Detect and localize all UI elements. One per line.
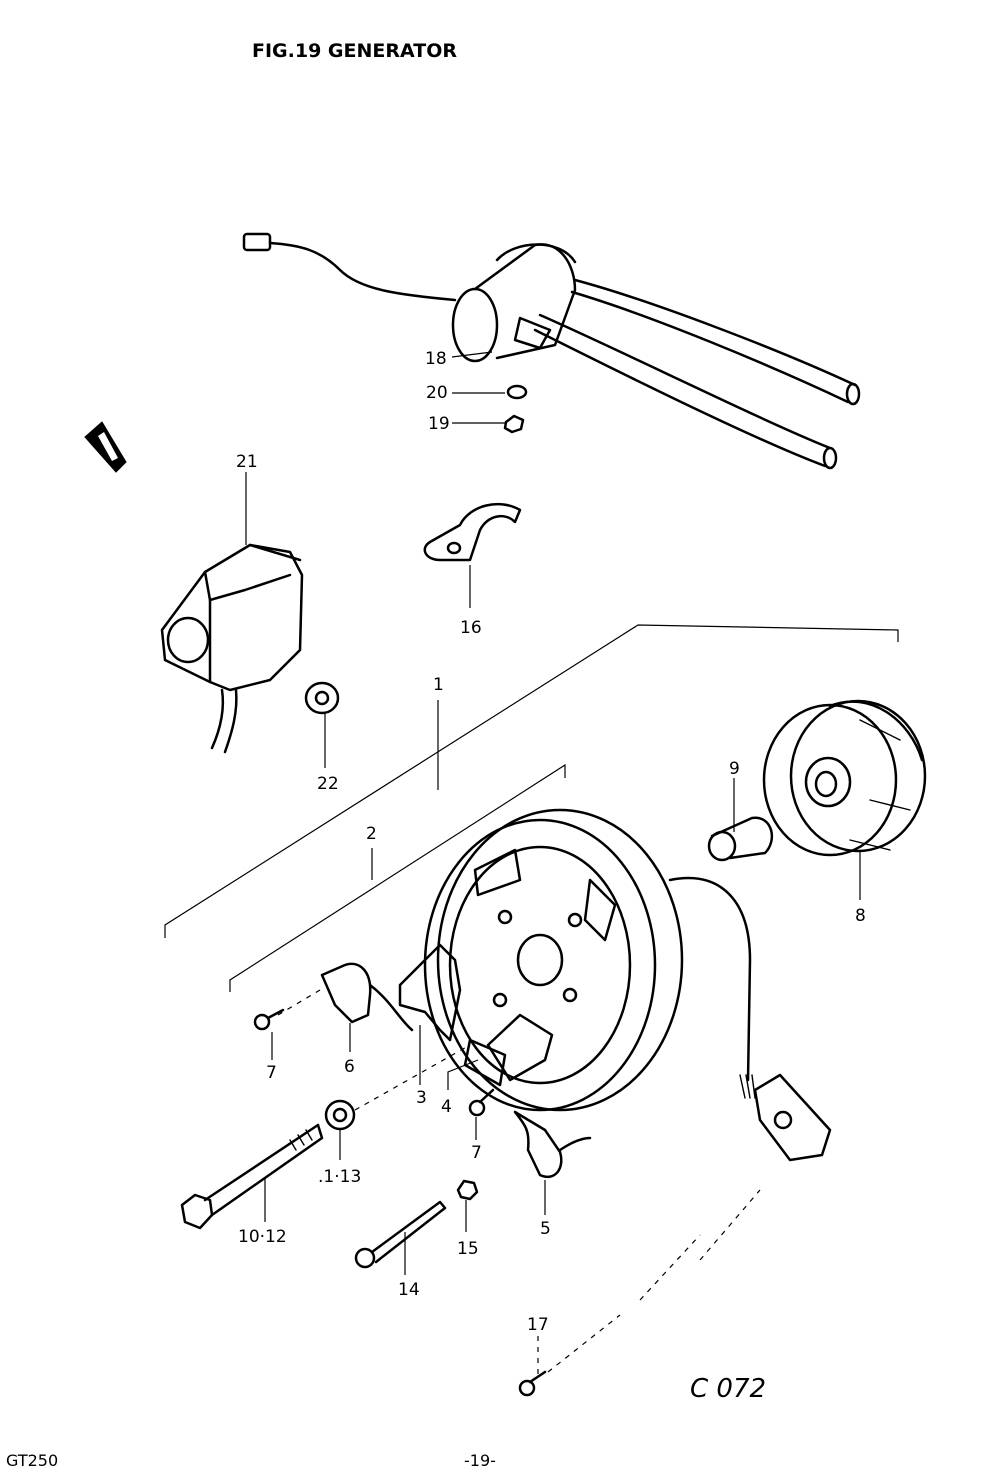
callout-6: 6 xyxy=(344,1057,355,1077)
callout-8: 8 xyxy=(855,906,866,926)
callout-21: 21 xyxy=(236,452,258,472)
callout-10-12: 10·12 xyxy=(238,1227,287,1247)
footer-model: GT250 xyxy=(6,1451,58,1470)
callout-9: 9 xyxy=(729,759,740,779)
ignition-coil-part xyxy=(242,232,861,470)
callout-1: 1 xyxy=(433,675,444,695)
washer-20-part xyxy=(506,384,528,400)
diagram-code: C 072 xyxy=(690,1374,766,1404)
group-bracket-2 xyxy=(229,763,566,992)
screw-17-part xyxy=(518,1370,547,1397)
washer-22-part xyxy=(304,681,340,715)
callout-11-13: .1·13 xyxy=(318,1167,361,1187)
bolt-10-12-part xyxy=(180,1123,324,1230)
screw-7b-part xyxy=(468,1088,495,1117)
key-9-part xyxy=(707,816,774,862)
breaker-4-part xyxy=(486,1013,554,1082)
callout-20: 20 xyxy=(426,383,448,403)
callout-3: 3 xyxy=(416,1088,427,1108)
figure-title: FIG.19 GENERATOR xyxy=(252,40,457,62)
callout-15: 15 xyxy=(457,1239,479,1259)
callout-17: 17 xyxy=(527,1315,549,1335)
washer-11-13-part xyxy=(324,1099,356,1131)
callout-4: 4 xyxy=(441,1097,452,1117)
cdi-unit-part xyxy=(160,543,304,754)
callout-18: 18 xyxy=(425,349,447,369)
screw-7a-part xyxy=(253,1008,285,1031)
pickup-6-part xyxy=(320,962,414,1032)
callout-7b: 7 xyxy=(471,1143,482,1163)
pickup-5-part xyxy=(513,1110,592,1178)
screw-14-part xyxy=(354,1200,447,1269)
breaker-3-part xyxy=(398,943,462,1042)
clamp-16-part xyxy=(423,502,522,562)
callout-2: 2 xyxy=(366,824,377,844)
callout-16: 16 xyxy=(460,618,482,638)
callout-5: 5 xyxy=(540,1219,551,1239)
nut-19-part xyxy=(503,414,525,434)
callout-7a: 7 xyxy=(266,1063,277,1083)
footer-page: -19- xyxy=(464,1451,496,1470)
stator-assembly-part xyxy=(423,808,756,1112)
front-arrow-icon xyxy=(84,421,127,473)
callout-14: 14 xyxy=(398,1280,420,1300)
callout-22: 22 xyxy=(317,774,339,794)
callout-19: 19 xyxy=(428,414,450,434)
nut-15-part xyxy=(456,1179,479,1201)
connector-plate-part xyxy=(753,1073,832,1162)
group-bracket-1 xyxy=(164,624,899,938)
rotor-8-part xyxy=(762,699,927,857)
